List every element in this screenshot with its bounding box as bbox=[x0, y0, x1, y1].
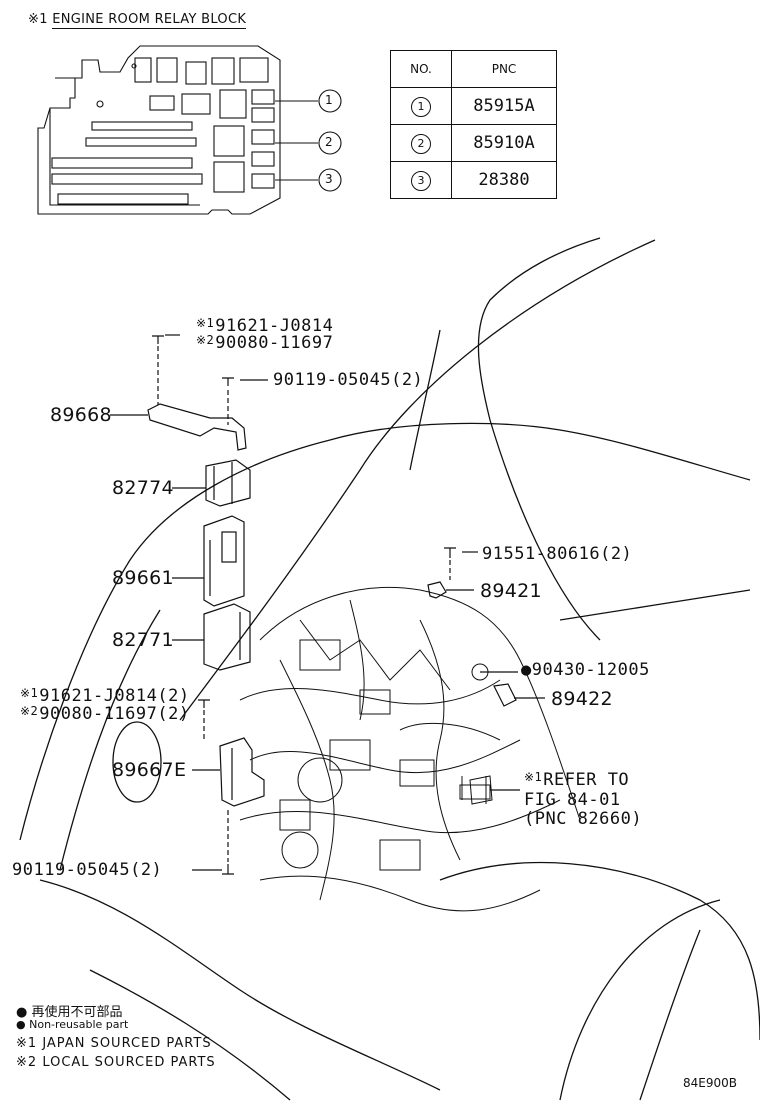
label-ecu: 89661 bbox=[112, 567, 174, 589]
relay-block-drawing bbox=[37, 45, 342, 215]
pnc-table: NO. PNC 1 85915A 2 85910A 3 28380 bbox=[390, 50, 557, 199]
label-sensor-lower: 89422 bbox=[551, 688, 613, 710]
label-sensor-upper: 89421 bbox=[480, 580, 542, 602]
legend-local-sourced: ※2 LOCAL SOURCED PARTS bbox=[16, 1055, 216, 1070]
label-bolt-right: 91551-80616(2) bbox=[482, 544, 633, 564]
figure-code: 84E900B bbox=[683, 1076, 737, 1090]
relay-callout-1: 1 bbox=[325, 93, 333, 107]
japan-mark: ※1 bbox=[28, 12, 48, 27]
label-gasket: ●90430-12005 bbox=[521, 660, 650, 680]
header-pnc: PNC bbox=[451, 50, 557, 88]
pnc-row: 2 85910A bbox=[390, 124, 557, 162]
relay-block-title-text: ENGINE ROOM RELAY BLOCK bbox=[52, 12, 247, 29]
label-bolt-top-1: ※191621-J0814 bbox=[196, 316, 334, 336]
label-cover-lower: 82771 bbox=[112, 629, 174, 651]
row-number: 1 bbox=[411, 97, 431, 117]
label-bracket-lower: 89667E bbox=[112, 759, 187, 781]
ecu-assembly bbox=[110, 334, 545, 875]
label-screw-bottom: 90119-05045(2) bbox=[12, 860, 163, 880]
header-no: NO. bbox=[390, 50, 452, 88]
legend-nonreusable-en: ● Non-reusable part bbox=[16, 1018, 129, 1031]
label-screw-top: 90119-05045(2) bbox=[273, 370, 424, 390]
label-cover-upper: 82774 bbox=[112, 477, 174, 499]
row-number: 2 bbox=[411, 134, 431, 154]
label-bolt-mid-2: ※290080-11697(2) bbox=[20, 704, 190, 724]
label-refer-3: (PNC 82660) bbox=[524, 809, 643, 829]
label-bolt-top-2: ※290080-11697 bbox=[196, 333, 334, 353]
pnc-row: 3 28380 bbox=[390, 161, 557, 199]
legend-nonreusable-jp: ● 再使用不可部品 bbox=[16, 1005, 123, 1020]
row-pnc: 85910A bbox=[451, 124, 557, 162]
relay-callout-2: 2 bbox=[325, 135, 333, 149]
row-pnc: 28380 bbox=[451, 161, 557, 199]
row-number: 3 bbox=[411, 171, 431, 191]
pnc-table-header: NO. PNC bbox=[390, 50, 557, 88]
label-bracket-top: 89668 bbox=[50, 404, 112, 426]
non-reusable-dot: ● bbox=[521, 660, 532, 680]
row-pnc: 85915A bbox=[451, 87, 557, 125]
legend-japan-sourced: ※1 JAPAN SOURCED PARTS bbox=[16, 1036, 212, 1051]
engine-drawing bbox=[239, 587, 581, 912]
relay-block-title: ※1 ENGINE ROOM RELAY BLOCK bbox=[28, 12, 247, 29]
label-bolt-mid-1: ※191621-J0814(2) bbox=[20, 686, 190, 706]
pnc-row: 1 85915A bbox=[390, 87, 557, 125]
label-refer-2: FIG 84-01 bbox=[524, 790, 621, 810]
relay-callout-3: 3 bbox=[325, 172, 333, 186]
label-refer-1: ※1REFER TO bbox=[524, 770, 630, 790]
